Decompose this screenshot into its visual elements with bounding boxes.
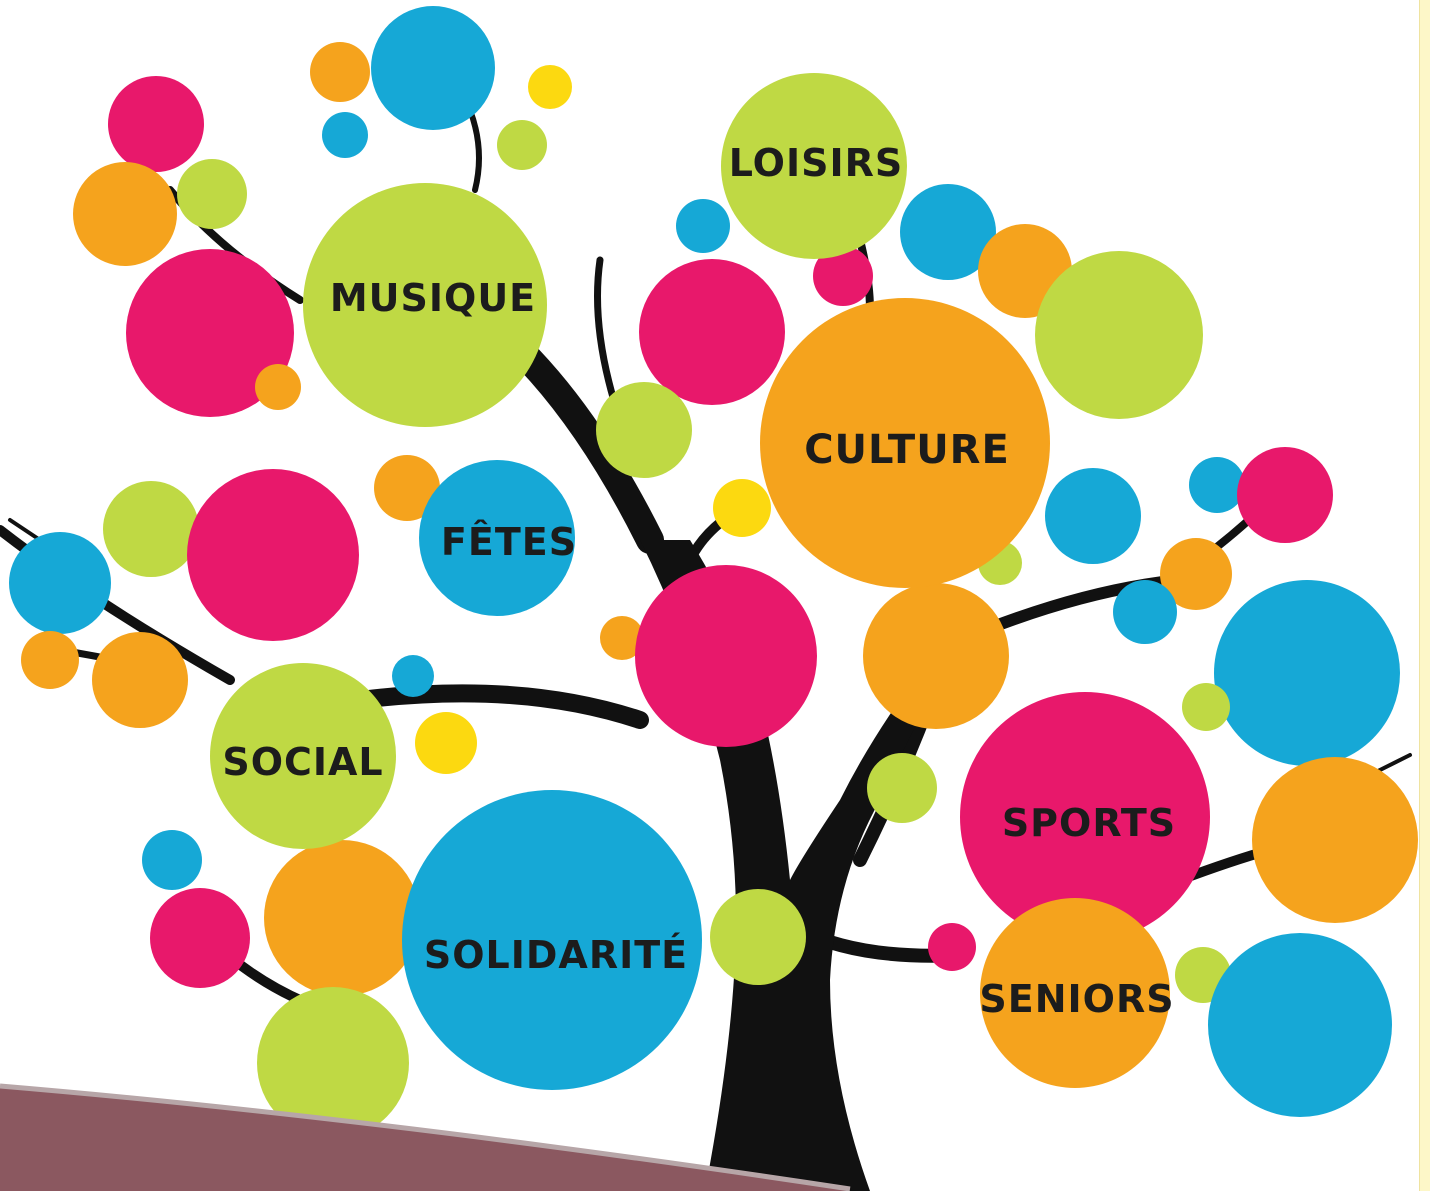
bubble-labels: MUSIQUE LOISIRS CULTURE FÊTES SOCIAL SPO… [222, 141, 1176, 1021]
bubble-orange [264, 840, 420, 996]
bubble-green [867, 753, 937, 823]
bubble-pink [813, 246, 873, 306]
bubble-blue [1208, 933, 1392, 1117]
label-culture: CULTURE [804, 427, 1010, 473]
bubble-orange [92, 632, 188, 728]
bubble-green [103, 481, 199, 577]
bubble-culture [760, 298, 1050, 588]
bubble-orange [310, 42, 370, 102]
bubble-blue [1214, 580, 1400, 766]
bubble-orange [255, 364, 301, 410]
branch [506, 336, 664, 554]
bubble-pink [126, 249, 294, 417]
bubble-yellow [415, 712, 477, 774]
bubble-pink [1237, 447, 1333, 543]
bubble-musique [303, 183, 547, 427]
bubble-pink [639, 259, 785, 405]
bubble-blue [371, 6, 495, 130]
bubble-loisirs [721, 73, 907, 259]
bubble-blue [676, 199, 730, 253]
bubble-green [1182, 683, 1230, 731]
bubble-blue [1045, 468, 1141, 564]
right-border-strip [1419, 0, 1430, 1191]
bubble-yellow [528, 65, 572, 109]
bubble-blue [900, 184, 996, 280]
label-musique: MUSIQUE [330, 276, 536, 320]
bubble-green [497, 120, 547, 170]
bubble-orange [73, 162, 177, 266]
bubble-green [1035, 251, 1203, 419]
footer-swoosh [0, 1088, 850, 1191]
bubble-green [177, 159, 247, 229]
label-loisirs: LOISIRS [729, 141, 903, 185]
bubble-orange [21, 631, 79, 689]
bubble-orange [1160, 538, 1232, 610]
label-fetes: FÊTES [441, 520, 577, 564]
label-solidarite: SOLIDARITÉ [424, 933, 688, 977]
bubble-sports [960, 692, 1210, 942]
bubble-fetes [419, 460, 575, 616]
bubble-blue [1189, 457, 1245, 513]
branch [467, 107, 482, 193]
bubble-yellow [713, 479, 771, 537]
bubble-orange [863, 583, 1009, 729]
bubble-orange [374, 455, 440, 521]
label-seniors: SENIORS [979, 977, 1174, 1021]
branch [351, 684, 649, 729]
bubble-blue [9, 532, 111, 634]
bubble-pink [928, 923, 976, 971]
bubble-green [710, 889, 806, 985]
labeled-bubbles [210, 73, 1210, 1090]
bubble-pink [635, 565, 817, 747]
bubble-blue [392, 655, 434, 697]
bubble-green [257, 987, 409, 1139]
label-social: SOCIAL [222, 740, 383, 784]
decor-bubbles [9, 6, 1418, 1139]
bubble-green [596, 382, 692, 478]
bubble-seniors [980, 898, 1170, 1088]
bubble-solidarite [402, 790, 702, 1090]
bubble-orange [1252, 757, 1418, 923]
bubble-blue [142, 830, 202, 890]
bubble-pink [108, 76, 204, 172]
bubble-blue [1113, 580, 1177, 644]
bubble-social [210, 663, 396, 849]
bubble-orange [600, 616, 644, 660]
label-sports: SPORTS [1002, 801, 1176, 845]
bubble-blue [322, 112, 368, 158]
branch [8, 518, 42, 542]
bubble-pink [187, 469, 359, 641]
bubble-pink [150, 888, 250, 988]
footer-swoosh-highlight [0, 1083, 851, 1191]
